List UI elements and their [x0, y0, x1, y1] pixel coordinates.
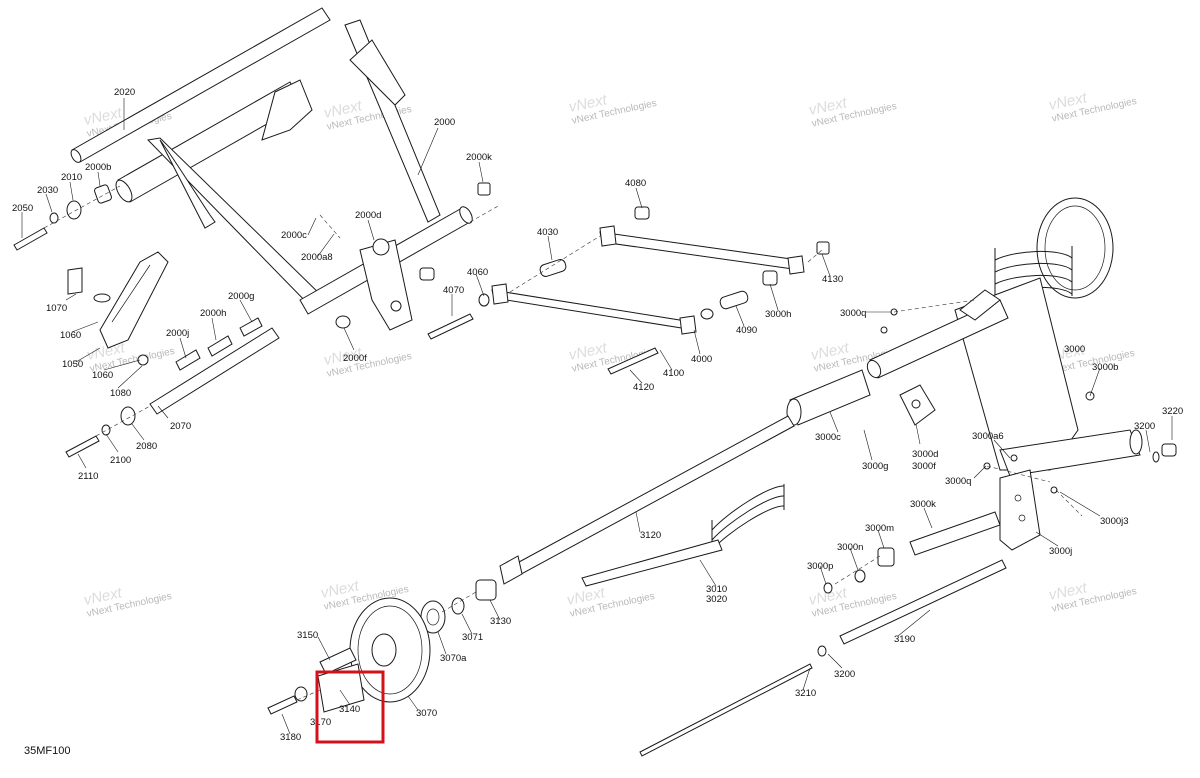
label-3071: 3071 — [462, 632, 483, 643]
label-3190: 3190 — [894, 634, 915, 645]
label-2000f: 2000f — [343, 353, 367, 364]
tie-rod-assembly — [427, 206, 830, 375]
front-arm-assembly — [13, 7, 501, 331]
label-2000b: 2000b — [85, 162, 111, 173]
label-4100: 4100 — [663, 368, 684, 379]
label-3070: 3070 — [416, 708, 437, 719]
label-3000q: 3000q — [840, 308, 866, 319]
label-1050: 1050 — [62, 359, 83, 370]
label-2080: 2080 — [136, 441, 157, 452]
label-4080: 4080 — [625, 178, 646, 189]
label-2100: 2100 — [110, 455, 131, 466]
label-3000b: 3000b — [1092, 362, 1118, 373]
label-2020: 2020 — [114, 87, 135, 98]
label-2000d: 2000d — [355, 210, 381, 221]
rear-arm-assembly — [639, 197, 1177, 757]
label-3200-b: 3200 — [834, 669, 855, 680]
label-3210: 3210 — [795, 688, 816, 699]
label-3000h: 3000h — [765, 309, 791, 320]
diagram-code: 35MF100 — [24, 745, 70, 757]
label-2010: 2010 — [61, 172, 82, 183]
label-3000d: 3000d — [912, 449, 938, 460]
label-4120: 4120 — [633, 382, 654, 393]
label-3000j: 3000j — [1049, 546, 1072, 557]
label-1070: 1070 — [46, 303, 67, 314]
label-3000k: 3000k — [910, 499, 936, 510]
label-3000p: 3000p — [807, 561, 833, 572]
label-1080: 1080 — [110, 388, 131, 399]
label-3000f: 3000f — [912, 461, 936, 472]
leader-lines — [21, 98, 1173, 735]
label-2050: 2050 — [12, 203, 33, 214]
label-2030: 2030 — [37, 185, 58, 196]
label-2070: 2070 — [170, 421, 191, 432]
label-3130: 3130 — [490, 616, 511, 627]
label-3000q-b: 3000q — [945, 476, 971, 487]
label-3070a: 3070a — [440, 653, 467, 664]
label-2000h: 2000h — [200, 308, 226, 319]
label-4090: 4090 — [736, 325, 757, 336]
label-2000j: 2000j — [166, 328, 189, 339]
label-3150: 3150 — [297, 630, 318, 641]
label-3200: 3200 — [1134, 421, 1155, 432]
label-3000n: 3000n — [837, 542, 863, 553]
label-3000: 3000 — [1064, 344, 1085, 355]
label-2000: 2000 — [434, 117, 455, 128]
center-shaft-assembly — [267, 415, 795, 715]
label-2110: 2110 — [78, 471, 98, 482]
link-assembly — [65, 251, 280, 458]
label-1060: 1060 — [60, 330, 81, 341]
label-3180: 3180 — [280, 732, 301, 743]
callout-labels: 2020 2000 2000b 2010 2030 2050 2000k 200… — [12, 87, 1183, 743]
label-2000c: 2000c — [281, 230, 307, 241]
label-3170: 3170 — [310, 717, 331, 728]
label-4000: 4000 — [691, 354, 712, 365]
label-3000j3: 3000j3 — [1100, 516, 1129, 527]
label-3220: 3220 — [1162, 406, 1183, 417]
label-4070: 4070 — [443, 285, 464, 296]
label-3000g: 3000g — [862, 461, 888, 472]
label-3140: 3140 — [339, 704, 360, 715]
label-3000a6: 3000a6 — [972, 431, 1004, 442]
label-3000m: 3000m — [865, 523, 894, 534]
label-3120: 3120 — [640, 530, 661, 541]
label-1060-b: 1060 — [92, 370, 113, 381]
highlight-box-3140 — [315, 670, 385, 744]
label-4130: 4130 — [822, 274, 843, 285]
label-2000k: 2000k — [466, 152, 492, 163]
label-4030: 4030 — [537, 227, 558, 238]
label-2000a8: 2000a8 — [301, 252, 333, 263]
label-4060: 4060 — [467, 267, 488, 278]
label-3020: 3020 — [706, 594, 727, 605]
label-3010: 3010 — [706, 584, 727, 595]
label-3000c: 3000c — [815, 432, 841, 443]
label-2000g: 2000g — [228, 291, 254, 302]
